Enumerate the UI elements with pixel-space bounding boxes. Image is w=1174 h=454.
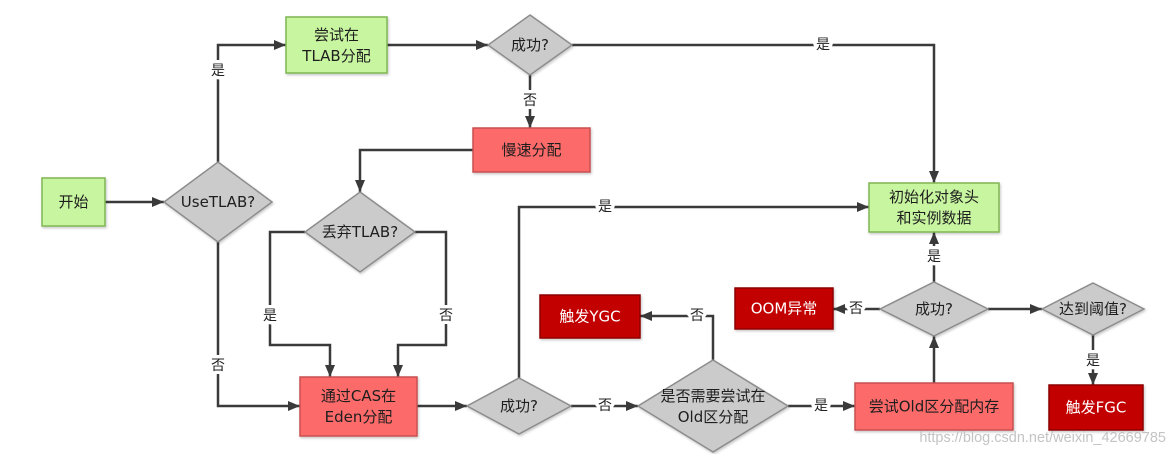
tlab-success-decision-diamond xyxy=(486,14,574,76)
node-threshold: 达到阈值? xyxy=(1040,282,1146,336)
init-object-box xyxy=(868,182,1000,233)
node-need-old: 是否需要尝试在 Old区分配 xyxy=(636,359,790,453)
watermark-text: https://blog.csdn.net/weixin_42669785 xyxy=(919,430,1166,446)
node-start: 开始 xyxy=(41,177,106,227)
eden-success-decision-diamond xyxy=(465,377,573,435)
node-try-tlab: 尝试在 TLAB分配 xyxy=(285,16,388,74)
oom-label: OOM异常 xyxy=(751,300,818,318)
trigger-fgc-label: 触发FGC xyxy=(1066,399,1127,417)
node-eden-success: 成功? xyxy=(465,377,573,435)
trigger-ygc-box xyxy=(539,294,641,339)
edge-tlab-success-yes-to-init-object xyxy=(572,43,939,183)
edge-label-discard-tlab-yes: 是 xyxy=(263,308,277,324)
edge-need-old-no-to-trigger-ygc xyxy=(640,311,715,360)
try-tlab-label-line2: TLAB分配 xyxy=(301,47,370,65)
edge-label-old-success-no: 否 xyxy=(849,301,863,317)
slow-alloc-label: 慢速分配 xyxy=(501,141,561,159)
old-success-decision-diamond xyxy=(878,281,990,337)
edge-label-eden-success-no: 否 xyxy=(598,398,612,414)
node-discard-tlab: 丢弃TLAB? xyxy=(303,191,417,273)
edge-label-tlab-success-yes: 是 xyxy=(816,37,830,53)
old-success-label: 成功? xyxy=(915,300,953,318)
tlab-success-label: 成功? xyxy=(511,36,549,54)
edge-label-need-old-yes: 是 xyxy=(814,398,828,414)
cas-eden-box xyxy=(299,376,418,437)
node-oom: OOM异常 xyxy=(734,287,834,330)
use-tlab-label: UseTLAB? xyxy=(181,193,255,211)
need-old-label-line2: Old区分配 xyxy=(678,408,749,426)
eden-success-label: 成功? xyxy=(500,397,538,415)
threshold-decision-diamond xyxy=(1040,282,1146,336)
edge-discard-tlab-no-to-cas-eden xyxy=(393,230,448,377)
start-box xyxy=(41,177,106,227)
edge-label-discard-tlab-no: 否 xyxy=(439,308,453,324)
node-slow-alloc: 慢速分配 xyxy=(472,127,591,173)
try-old-label: 尝试Old区分配内存 xyxy=(869,398,1000,416)
try-tlab-label-line1: 尝试在 xyxy=(314,26,359,44)
threshold-label: 达到阈值? xyxy=(1059,300,1127,318)
need-old-decision-diamond xyxy=(636,359,790,453)
try-old-box xyxy=(854,382,1014,431)
cas-eden-label-line1: 通过CAS在 xyxy=(321,387,396,405)
edge-label-tlab-success-no: 否 xyxy=(523,93,537,109)
node-init-object: 初始化对象头 和实例数据 xyxy=(868,182,1000,233)
discard-tlab-label: 丢弃TLAB? xyxy=(322,223,398,241)
edge-use-tlab-no-to-cas-eden xyxy=(216,242,300,411)
init-object-label-line2: 和实例数据 xyxy=(896,209,971,227)
start-label: 开始 xyxy=(58,193,88,211)
node-old-success: 成功? xyxy=(878,281,990,337)
edge-slow-alloc-to-discard-tlab xyxy=(355,148,473,192)
node-trigger-fgc: 触发FGC xyxy=(1048,384,1144,431)
edge-label-use-tlab-yes: 是 xyxy=(211,63,225,79)
node-cas-eden: 通过CAS在 Eden分配 xyxy=(299,376,418,437)
discard-tlab-decision-diamond xyxy=(303,191,417,273)
slow-alloc-box xyxy=(472,127,591,173)
edge-label-need-old-no: 否 xyxy=(690,308,704,324)
edge-label-eden-success-yes: 是 xyxy=(598,199,612,215)
node-tlab-success: 成功? xyxy=(486,14,574,76)
node-trigger-ygc: 触发YGC xyxy=(539,294,641,339)
edge-use-tlab-yes-to-try-tlab xyxy=(216,40,286,162)
edge-label-threshold-yes: 是 xyxy=(1086,353,1100,369)
edges xyxy=(105,40,1098,411)
node-use-tlab: UseTLAB? xyxy=(162,161,274,243)
trigger-fgc-box xyxy=(1048,384,1144,431)
edge-label-old-success-yes: 是 xyxy=(927,249,941,265)
edge-eden-success-yes-to-init-object xyxy=(517,202,869,378)
init-object-label-line1: 初始化对象头 xyxy=(889,188,979,206)
edge-discard-tlab-yes-to-cas-eden xyxy=(268,230,335,377)
trigger-ygc-label: 触发YGC xyxy=(559,308,620,326)
try-tlab-box xyxy=(285,16,388,74)
use-tlab-decision-diamond xyxy=(162,161,274,243)
edge-labels: 是 否 是 否 是 否 是 否 否 是 是 否 是 xyxy=(208,34,1104,418)
cas-eden-label-line2: Eden分配 xyxy=(325,408,393,426)
node-try-old: 尝试Old区分配内存 xyxy=(854,382,1014,431)
oom-box xyxy=(734,287,834,330)
edge-label-use-tlab-no: 否 xyxy=(211,358,225,374)
need-old-label-line1: 是否需要尝试在 xyxy=(660,387,765,405)
